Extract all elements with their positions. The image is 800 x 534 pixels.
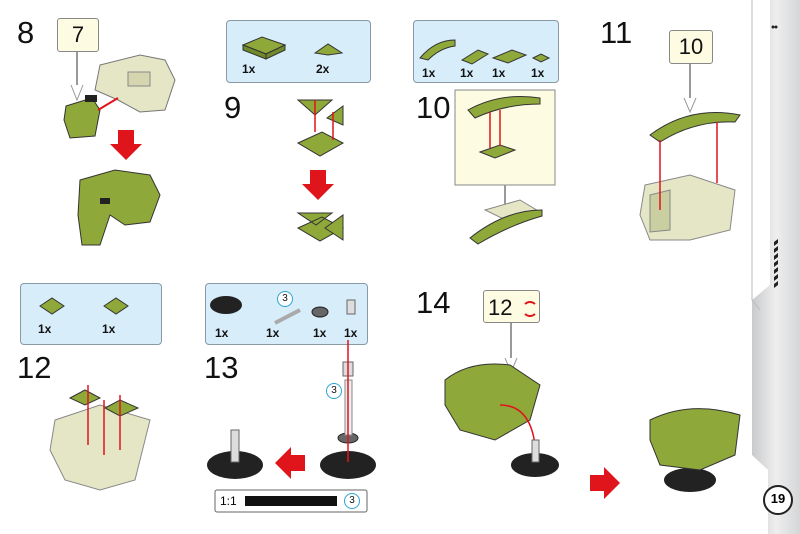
- part-qty: 1x: [422, 66, 436, 80]
- step8-callout-pointer: [70, 50, 84, 102]
- part-qty: 2x: [316, 62, 330, 76]
- step8-result-model: [77, 169, 161, 246]
- part-qty: 1x: [38, 322, 52, 336]
- part-plate-2x3: [241, 36, 287, 60]
- part-wedge-left: [39, 297, 65, 315]
- arrow-left-icon: [275, 447, 305, 479]
- step-number: 8: [17, 15, 35, 50]
- rotate-icon: [521, 301, 538, 318]
- part-wedge-right: [103, 297, 129, 315]
- part-bar: [274, 308, 301, 325]
- arrow-down-icon: [302, 170, 334, 200]
- step-number: 14: [416, 285, 451, 320]
- step8-base-model: [94, 54, 176, 113]
- arrow-down-icon: [110, 130, 142, 160]
- part-qty: 1x: [266, 326, 280, 340]
- part-round-tile: [311, 306, 329, 318]
- callout-number: 12: [488, 295, 513, 320]
- step11-callout: 10: [669, 30, 713, 64]
- part-wedge-plate: [313, 43, 344, 56]
- step-number: 12: [17, 350, 52, 385]
- step-number: 11: [600, 15, 633, 50]
- step12-model: [49, 385, 151, 491]
- sidebar-panel: [752, 0, 800, 534]
- step-number: 9: [224, 90, 242, 125]
- part-qty: 1x: [313, 326, 327, 340]
- part-slope: [460, 49, 490, 65]
- part-qty: 1x: [215, 326, 229, 340]
- step-number: 13: [204, 350, 239, 385]
- part-curved-slope: [419, 39, 456, 61]
- page-number: 19: [763, 485, 793, 515]
- part-qty: 1x: [492, 66, 506, 80]
- step-number: 10: [416, 90, 451, 125]
- step10-result: [469, 199, 543, 245]
- part-plate-1x1: [531, 53, 551, 63]
- part-clip: [346, 299, 356, 315]
- step9-result: [296, 212, 345, 242]
- part-qty: 1x: [460, 66, 474, 80]
- step8-callout: 7: [57, 18, 99, 52]
- part-qty: 1x: [531, 66, 545, 80]
- part-qty: 1x: [242, 62, 256, 76]
- step8-sub-model: [63, 95, 101, 139]
- part-qty: 1x: [102, 322, 116, 336]
- part-qty: 1x: [344, 326, 358, 340]
- scale-label: 1:1: [220, 494, 237, 508]
- hazard-stripes: [774, 239, 778, 288]
- step13-model: [207, 340, 376, 479]
- step9-model: [296, 99, 345, 157]
- part-plate-1x3: [491, 49, 528, 64]
- scale-bar: [245, 496, 337, 506]
- part-length-badge: 3: [277, 291, 293, 307]
- scale-length-badge: 3: [344, 493, 360, 509]
- sub-length-badge: 3: [326, 383, 342, 399]
- part-round-plate: [210, 296, 242, 314]
- arrow-right-icon: [590, 467, 620, 499]
- step14-callout: 12: [483, 290, 540, 323]
